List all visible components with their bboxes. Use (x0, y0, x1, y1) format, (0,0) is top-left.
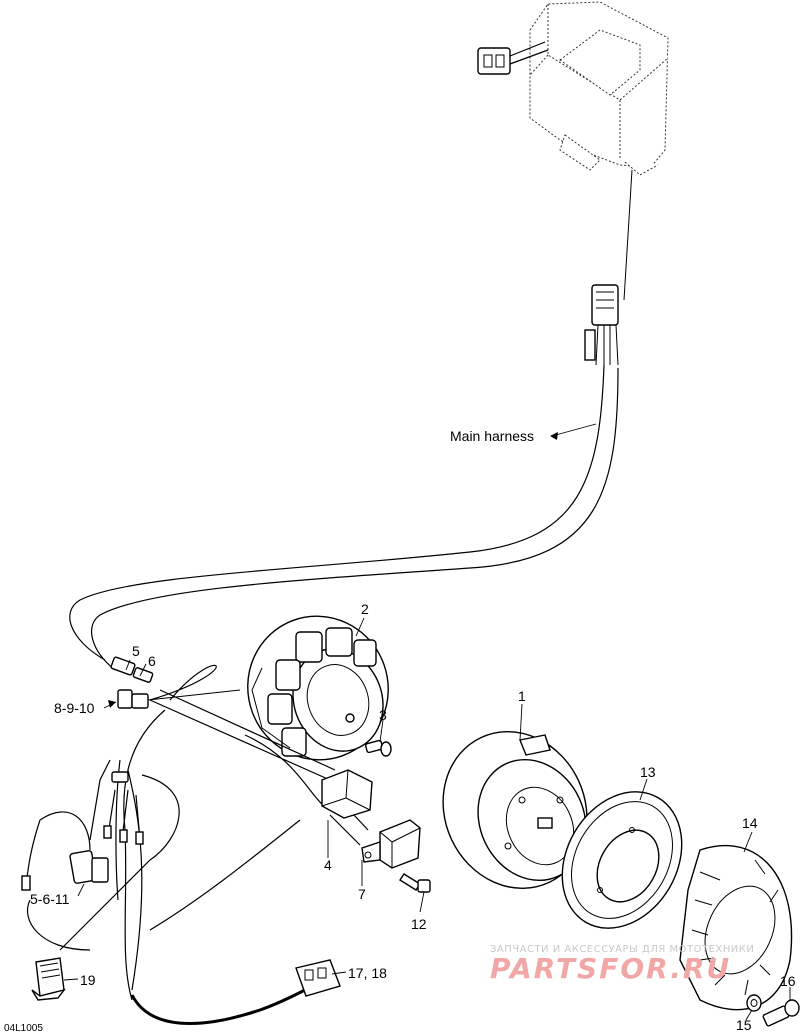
connector-17-18 (295, 959, 341, 997)
callout-17-18: 17, 18 (348, 965, 387, 981)
ring-gear (561, 791, 683, 929)
callout-6: 6 (148, 653, 156, 669)
callout-5-6-11: 5-6-11 (30, 891, 70, 907)
connector-cluster-upper (110, 656, 241, 709)
callout-numbers: 1 2 3 4 5 6 7 8-9-10 5-6-11 12 13 14 15 … (30, 601, 796, 1033)
trigger-coil (321, 769, 373, 819)
main-harness-callout: Main harness (450, 423, 597, 444)
diagram-code: 04L1005 (4, 1023, 43, 1034)
harness-wire (69, 169, 633, 671)
stator (247, 615, 389, 761)
screw-12 (399, 873, 431, 893)
rotor (442, 730, 588, 890)
screw-3 (364, 739, 392, 757)
callout-leaders (63, 617, 791, 1021)
starter-plate (679, 844, 793, 1011)
callout-2: 2 (361, 601, 369, 617)
callout-7: 7 (358, 886, 366, 902)
watermark: ЗАПЧАСТИ И АКСЕССУАРЫ ДЛЯ МОТОТЕХНИКИ PA… (490, 944, 754, 985)
watermark-main-text: PARTSFOR.RU (490, 952, 731, 985)
ignition-module (477, 1, 669, 176)
callout-13: 13 (640, 764, 656, 780)
bolt-16 (762, 999, 800, 1027)
sensor-7 (361, 819, 421, 869)
main-harness-label: Main harness (450, 428, 534, 444)
lower-loom (21, 709, 306, 1025)
washer-15 (746, 994, 762, 1012)
connector-19 (31, 957, 66, 1001)
callout-5: 5 (132, 643, 140, 659)
callout-15: 15 (736, 1017, 752, 1033)
callout-1: 1 (518, 688, 526, 704)
callout-3: 3 (379, 707, 387, 723)
callout-16: 16 (780, 973, 796, 989)
callout-8-9-10: 8-9-10 (54, 700, 95, 716)
callout-19: 19 (80, 972, 96, 988)
callout-14: 14 (742, 815, 758, 831)
watermark-top-text: ЗАПЧАСТИ И АКСЕССУАРЫ ДЛЯ МОТОТЕХНИКИ (490, 944, 754, 955)
callout-4: 4 (324, 857, 332, 873)
callout-12: 12 (411, 916, 427, 932)
